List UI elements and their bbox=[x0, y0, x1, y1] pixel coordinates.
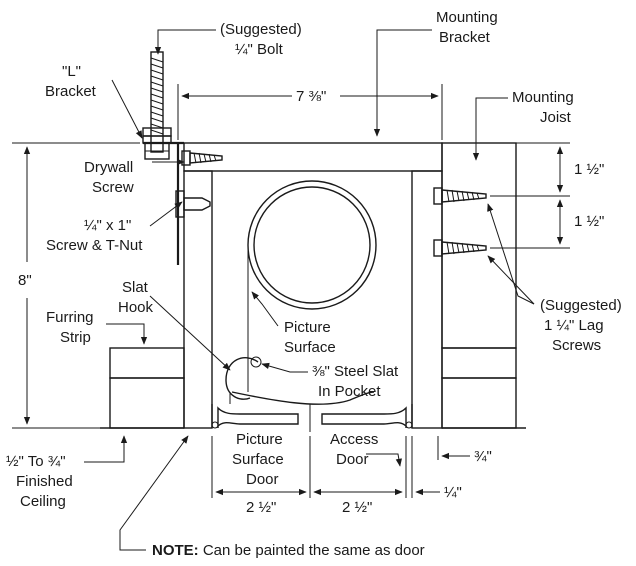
label-drywall-1: Drywall bbox=[84, 159, 133, 176]
access-door bbox=[309, 404, 413, 432]
label-suggested-bolt-1: (Suggested) bbox=[220, 21, 302, 38]
label-l-bracket-2: Bracket bbox=[45, 83, 97, 100]
label-picture-door-1: Picture bbox=[236, 431, 283, 448]
label-picture-surface-2: Surface bbox=[284, 339, 336, 356]
label-dim-1-4: ¼" bbox=[444, 484, 462, 501]
label-suggested-bolt-2: ¼" Bolt bbox=[235, 41, 284, 58]
note-bold: NOTE: bbox=[152, 542, 199, 559]
label-screw-1: ¼" x 1" bbox=[84, 217, 131, 234]
label-dim-3-4: ¾" bbox=[474, 448, 492, 465]
label-slat-hook-1: Slat bbox=[122, 279, 149, 296]
label-picture-door-2: Surface bbox=[232, 451, 284, 468]
label-l-bracket-1: "L" bbox=[62, 63, 81, 80]
label-lag-2: 1 ¼" Lag bbox=[544, 317, 604, 334]
label-steel-slat-1: ⅜" Steel Slat bbox=[312, 363, 399, 380]
label-finished-1: ½" To ¾" bbox=[6, 453, 66, 470]
bottom-dimensions bbox=[211, 436, 470, 498]
label-finished-3: Ceiling bbox=[20, 493, 66, 510]
label-height-dim: 8" bbox=[18, 272, 32, 289]
label-width-dim: 7 ⅜" bbox=[296, 88, 326, 105]
picture-surface-roll bbox=[247, 180, 377, 392]
label-dim-2-5-left: 2 ½" bbox=[246, 499, 276, 516]
label-mounting-joist-1: Mounting bbox=[512, 89, 574, 106]
label-furring-1: Furring bbox=[46, 309, 94, 326]
label-lag-3: Screws bbox=[552, 337, 601, 354]
note-text: Can be painted the same as door bbox=[199, 542, 425, 559]
right-dimensions bbox=[490, 142, 570, 249]
t-nut-screw bbox=[175, 190, 211, 218]
label-dim-top: 1 ½" bbox=[574, 161, 604, 178]
left-pocket-wall bbox=[183, 170, 213, 429]
finished-ceiling-left bbox=[109, 377, 185, 429]
suggested-bolt bbox=[142, 51, 172, 160]
lag-screw-top bbox=[433, 187, 487, 205]
label-mounting-bracket-1: Mounting bbox=[436, 9, 498, 26]
drywall-screw bbox=[181, 150, 223, 166]
label-finished-2: Finished bbox=[16, 473, 73, 490]
label-picture-surface-1: Picture bbox=[284, 319, 331, 336]
label-drywall-2: Screw bbox=[92, 179, 134, 196]
slat-hook bbox=[225, 356, 375, 405]
label-furring-2: Strip bbox=[60, 329, 91, 346]
finished-ceiling-right bbox=[441, 377, 517, 429]
height-dimension bbox=[12, 142, 140, 429]
leader-lines bbox=[84, 29, 535, 551]
label-access-door-1: Access bbox=[330, 431, 378, 448]
right-pocket-wall bbox=[411, 170, 443, 429]
picture-surface-door bbox=[211, 404, 299, 429]
note: NOTE: Can be painted the same as door bbox=[152, 542, 425, 559]
furring-strip-left bbox=[109, 347, 185, 379]
label-access-door-2: Door bbox=[336, 451, 369, 468]
label-dim-bottom: 1 ½" bbox=[574, 213, 604, 230]
label-screw-2: Screw & T-Nut bbox=[46, 237, 143, 254]
label-picture-door-3: Door bbox=[246, 471, 279, 488]
mounting-bracket bbox=[183, 142, 443, 172]
label-dim-2-5-right: 2 ½" bbox=[342, 499, 372, 516]
furring-strip-right bbox=[441, 347, 517, 379]
label-mounting-joist-2: Joist bbox=[540, 109, 572, 126]
label-slat-hook-2: Hook bbox=[118, 299, 154, 316]
label-steel-slat-2: In Pocket bbox=[318, 383, 381, 400]
label-mounting-bracket-2: Bracket bbox=[439, 29, 491, 46]
label-lag-1: (Suggested) bbox=[540, 297, 622, 314]
width-dimension bbox=[177, 84, 443, 140]
l-bracket bbox=[143, 141, 184, 265]
lag-screw-bottom bbox=[433, 239, 487, 257]
